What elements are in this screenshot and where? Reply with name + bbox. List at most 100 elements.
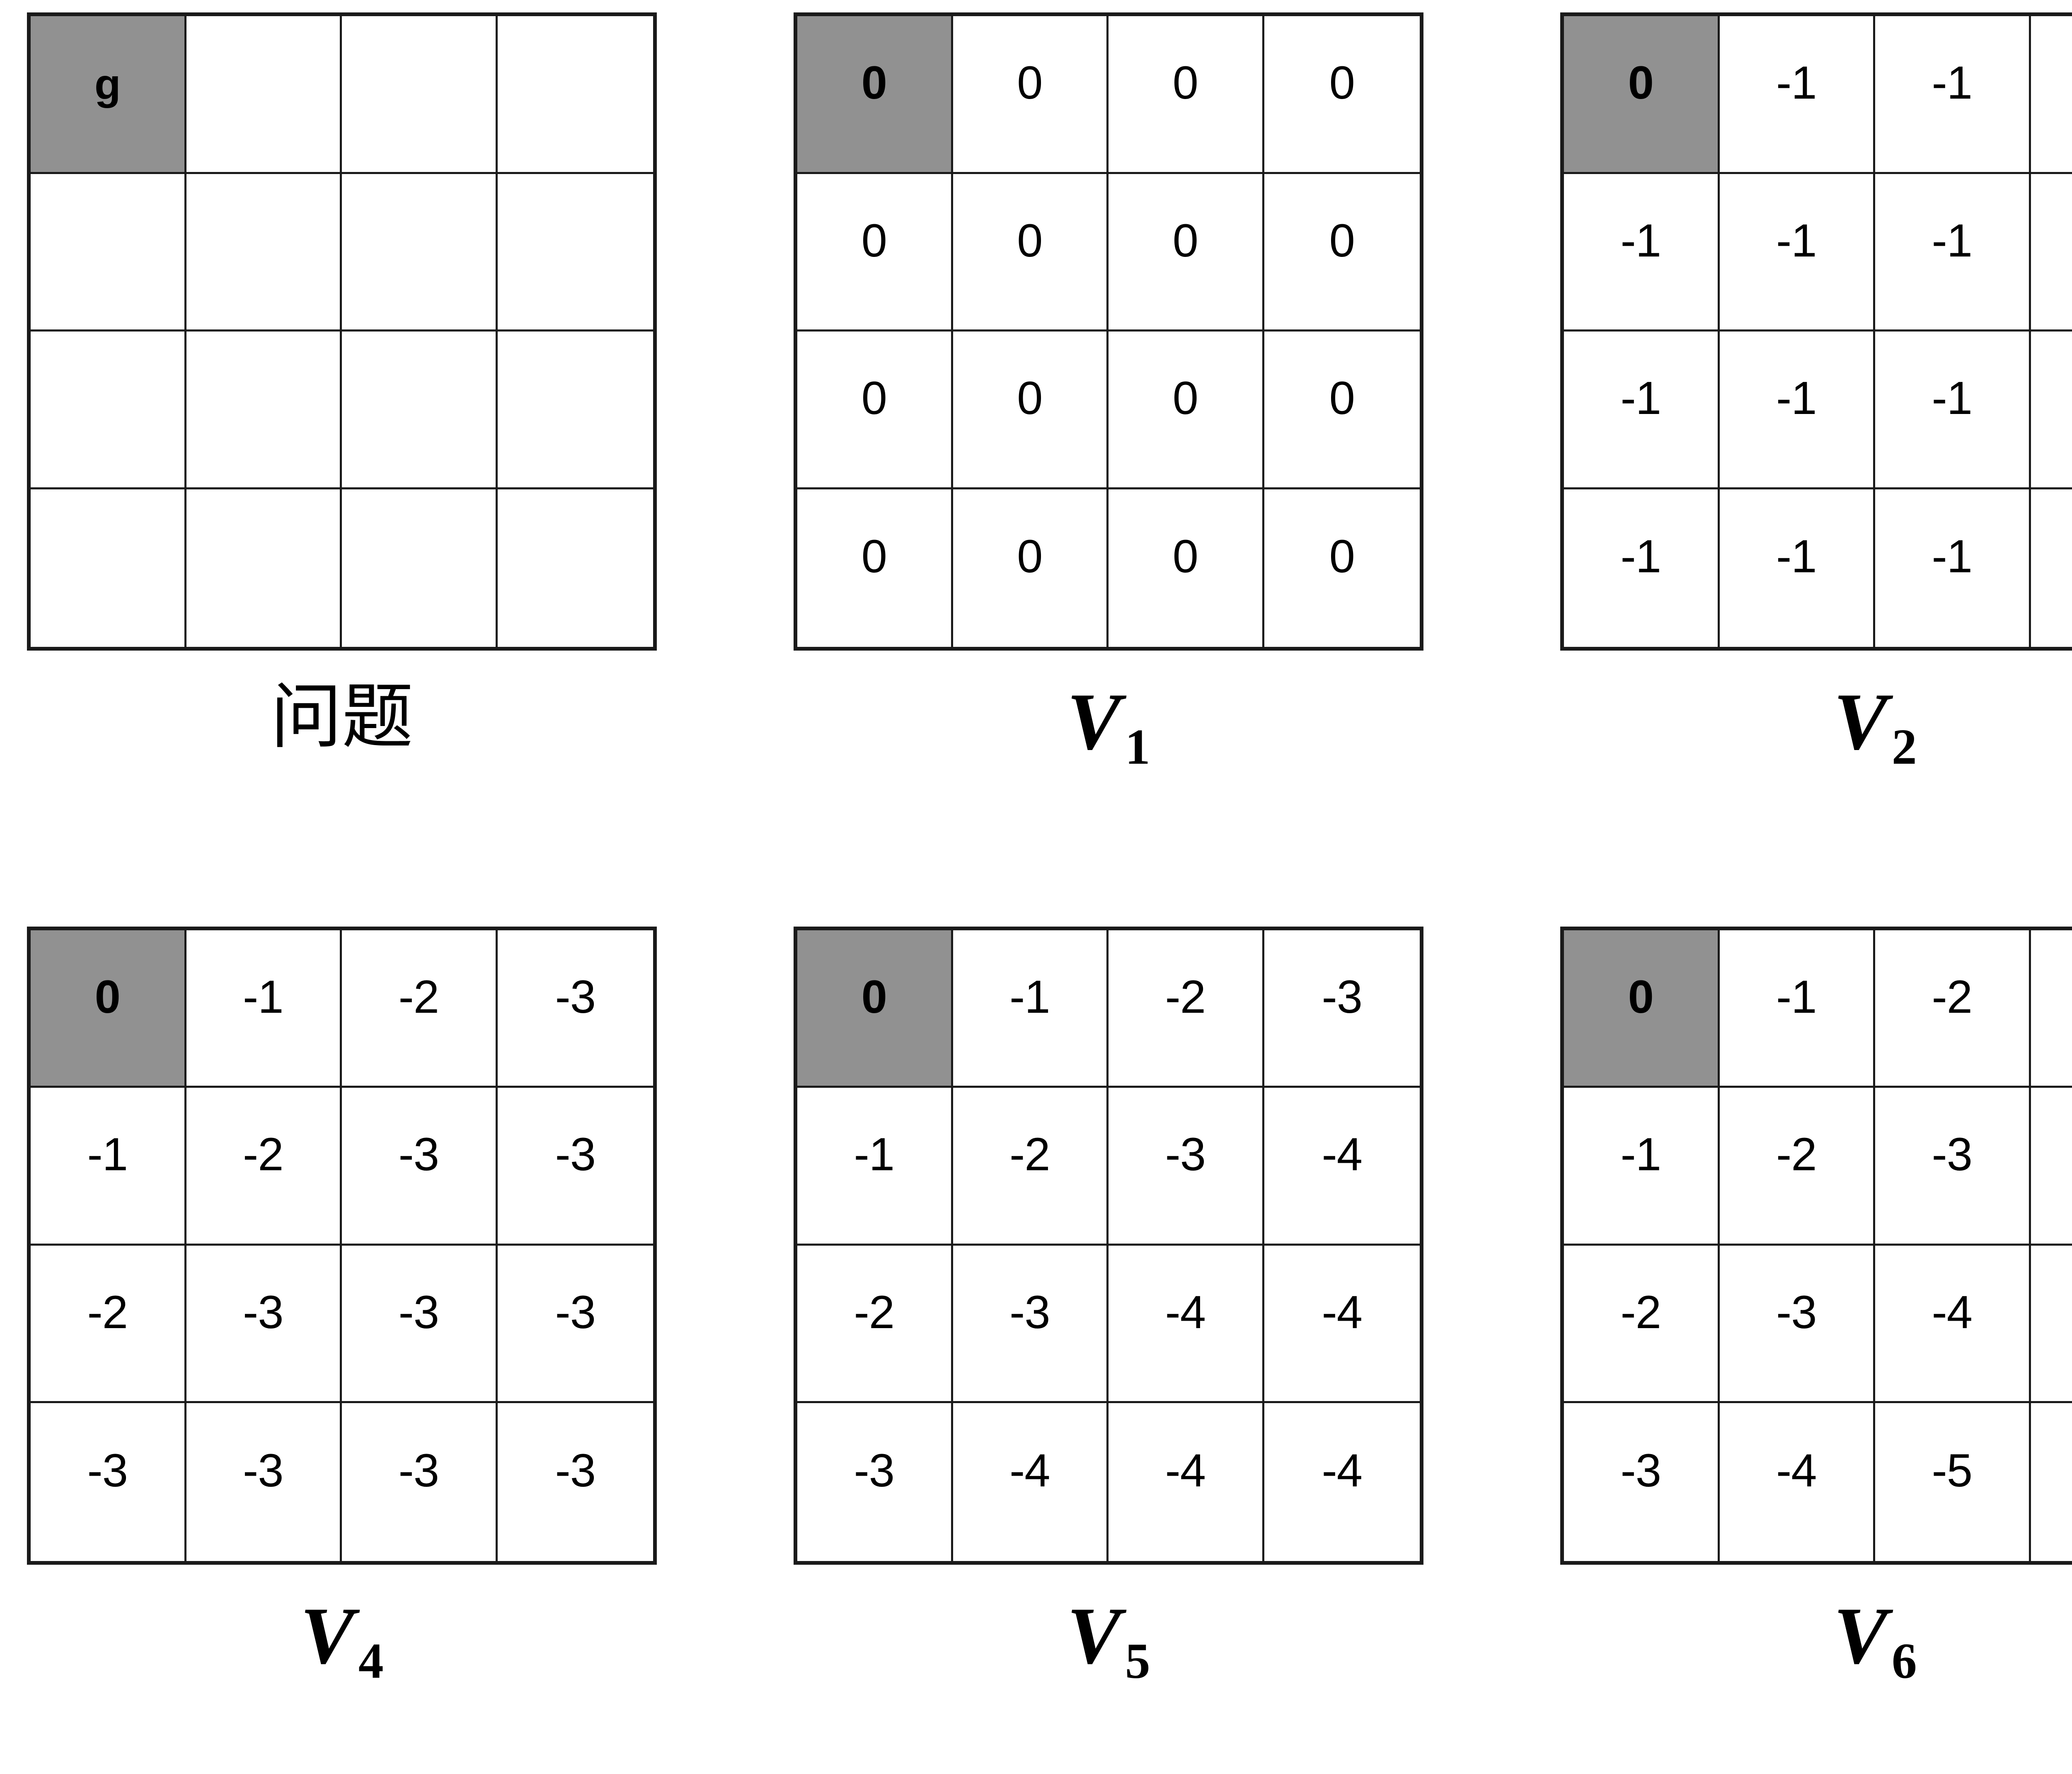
- grid-cell-r4-c4: -3: [497, 1403, 653, 1561]
- cell-value: -4: [1322, 1286, 1363, 1338]
- grid-cell-r4-c4: 0: [1264, 489, 1420, 647]
- caption-symbol-subscript: 5: [1125, 1633, 1150, 1689]
- cell-value: 0: [1329, 57, 1355, 109]
- cell-value: 0: [1628, 57, 1654, 109]
- cell-value: -1: [242, 970, 284, 1023]
- cell-value: -1: [2031, 375, 2072, 421]
- cell-value: 0: [861, 970, 887, 1023]
- grid-cell-r1-c4: 0: [1264, 16, 1420, 174]
- grid-cell-r3-c3: [342, 332, 498, 489]
- grid-cell-r3-c1: 0: [797, 332, 953, 489]
- cell-value: -3: [242, 1444, 284, 1496]
- grid-cell-r3-c3: -1: [1875, 332, 2031, 489]
- cell-value: -1: [1932, 530, 1973, 583]
- grid-cell-r1-c3: -2: [1109, 930, 1264, 1088]
- grid-cell-r4-c4: -4: [1264, 1403, 1420, 1561]
- cell-value: -1: [2031, 218, 2072, 264]
- cell-value: 0: [94, 970, 121, 1023]
- grid-cell-r2-c3: -1: [1875, 174, 2031, 332]
- grid-cell-r4-c3: -1: [1875, 489, 2031, 647]
- grid-cell-r3-c1: [31, 332, 186, 489]
- cell-value: -2: [1620, 1286, 1661, 1338]
- grid-cell-r2-c2: -2: [953, 1088, 1109, 1246]
- grid-cell-r3-c4: -4: [1264, 1245, 1420, 1403]
- cell-value: -1: [1932, 214, 1973, 266]
- grid-cell-r1-c1: 0: [1564, 930, 1720, 1088]
- grid-cell-r4-c2: -1: [1719, 489, 1875, 647]
- grid-cell-r2-c4: -1: [2031, 174, 2072, 332]
- cell-value: -1: [1009, 970, 1051, 1023]
- cell-value: -1: [87, 1128, 128, 1181]
- cell-value: -3: [398, 1128, 439, 1181]
- grid-panel-v2: 0-1-1-1-1-1-1-1-1-1-1-1-1-1-1-1V2: [1558, 12, 2072, 806]
- cell-value: -2: [1776, 1128, 1817, 1181]
- cell-value: -2: [398, 970, 439, 1023]
- cell-value: -5: [2031, 1289, 2072, 1336]
- grid-cell-r2-c2: -1: [1719, 174, 1875, 332]
- grid-cell-r1-c1: 0: [797, 16, 953, 174]
- cell-value: -1: [1776, 214, 1817, 266]
- grid-cell-r4-c2: -4: [953, 1403, 1109, 1561]
- grid-cell-r3-c4: 0: [1264, 332, 1420, 489]
- caption-symbol-subscript: 4: [358, 1633, 384, 1689]
- grid-cell-r1-c1: g: [31, 16, 186, 174]
- grid-cell-r2-c1: -1: [1564, 1088, 1720, 1246]
- grid-cell-r1-c1: 0: [797, 930, 953, 1088]
- grid-cell-r4-c1: -3: [1564, 1403, 1720, 1561]
- cell-value: -3: [398, 1444, 439, 1496]
- grid-cell-r2-c1: -1: [797, 1088, 953, 1246]
- grid-cell-r2-c3: 0: [1109, 174, 1264, 332]
- grid-cell-r2-c2: -2: [1719, 1088, 1875, 1246]
- grid-cell-r1-c2: 0: [953, 16, 1109, 174]
- cell-value: -3: [555, 1286, 596, 1338]
- grid-cell-r1-c3: -1: [1875, 16, 2031, 174]
- value-grid-problem: g: [27, 12, 657, 651]
- cell-value: -2: [1932, 970, 1973, 1023]
- cell-value: 0: [861, 214, 887, 266]
- grid-cell-r4-c3: -3: [342, 1403, 498, 1561]
- cell-value: -5: [2031, 1447, 2072, 1494]
- cell-value: -3: [1322, 970, 1363, 1023]
- cell-value: -1: [1620, 372, 1661, 424]
- grid-cell-r3-c3: -3: [342, 1245, 498, 1403]
- value-grid-v2: 0-1-1-1-1-1-1-1-1-1-1-1-1-1-1-1: [1560, 12, 2072, 651]
- grid-cell-r4-c1: 0: [797, 489, 953, 647]
- caption-symbol-base: V: [1067, 677, 1121, 767]
- cell-value: -3: [1776, 1286, 1817, 1338]
- cell-value: -2: [242, 1128, 284, 1181]
- grid-cell-r1-c3: 0: [1109, 16, 1264, 174]
- cell-value: 0: [861, 57, 887, 109]
- grid-cell-r1-c3: [342, 16, 498, 174]
- grid-cell-r3-c2: [186, 332, 342, 489]
- grid-cell-r2-c3: -3: [1875, 1088, 2031, 1246]
- grid-cell-r1-c2: [186, 16, 342, 174]
- cell-value: 0: [1017, 372, 1043, 424]
- grid-cell-r2-c4: 0: [1264, 174, 1420, 332]
- caption-symbol-base: V: [300, 1590, 355, 1681]
- cell-value: 0: [1017, 530, 1043, 583]
- grid-cell-r4-c4: [497, 489, 653, 647]
- cell-value: -4: [1322, 1128, 1363, 1181]
- cell-value: -3: [1165, 1128, 1206, 1181]
- cell-value: -1: [2031, 533, 2072, 580]
- cell-value: 0: [861, 530, 887, 583]
- cell-value: -1: [2031, 60, 2072, 106]
- grid-cell-r4-c4: -5: [2031, 1403, 2072, 1561]
- cell-value: 0: [1628, 970, 1654, 1023]
- grid-cell-r1-c3: -2: [1875, 930, 2031, 1088]
- grid-cell-r3-c3: -4: [1875, 1245, 2031, 1403]
- grid-cell-r1-c2: -1: [1719, 930, 1875, 1088]
- cell-value: -3: [87, 1444, 128, 1496]
- grid-cell-r2-c1: [31, 174, 186, 332]
- cell-value: -2: [1009, 1128, 1051, 1181]
- grid-cell-r1-c4: [497, 16, 653, 174]
